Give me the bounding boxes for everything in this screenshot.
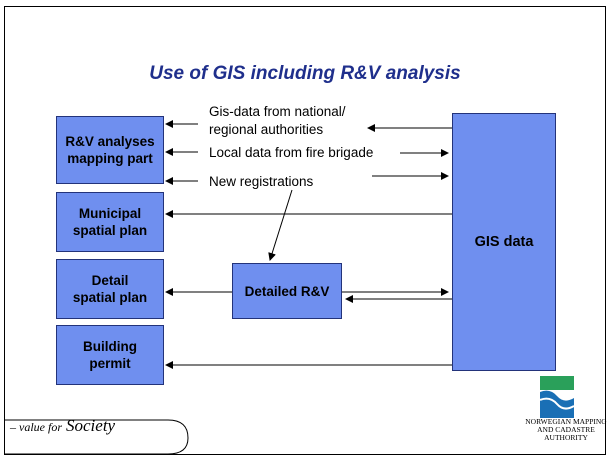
gis-data-box: GIS data [452,113,556,371]
footer-society: Society [66,416,116,435]
arrow-registrations-to-detailed [268,189,293,261]
building-line2: permit [89,356,131,371]
authority-name-line3: AUTHORITY [544,433,588,442]
slide-title: Use of GIS including R&V analysis [149,63,461,84]
footer-curve [4,419,189,455]
building-permit-box: Building permit [56,325,164,385]
detailed-rv-label: Detailed R&V [244,283,330,299]
detail-line2: spatial plan [72,290,148,305]
footer-value-for: – value for [10,420,62,434]
authority-name: NORWEGIAN MAPPING AND CADASTRE AUTHORITY [524,418,608,442]
detail-plan-box: Detail spatial plan [56,259,164,319]
authority-name-line1: NORWEGIAN MAPPING [525,417,607,426]
municipal-plan-box: Municipal spatial plan [56,192,164,252]
municipal-line2: spatial plan [72,223,148,238]
label-local-fire: Local data from fire brigade [209,145,374,160]
building-line1: Building [83,339,137,354]
rv-analyses-box: R&V analyses mapping part [56,116,164,184]
label-new-registrations: New registrations [209,174,314,189]
rv-analyses-line1: R&V analyses [65,134,155,149]
authority-logo-icon [540,376,574,418]
detailed-rv-box: Detailed R&V [232,263,342,319]
municipal-line1: Municipal [78,206,142,221]
detail-line1: Detail [91,273,129,288]
gis-data-label: GIS data [474,233,534,250]
footer-tagline: – value for Society [10,416,115,436]
label-gis-national-2: regional authorities [209,122,324,137]
label-gis-national-1: Gis-data from national/ [209,104,346,119]
authority-name-line2: AND CADASTRE [537,425,595,434]
rv-analyses-line2: mapping part [67,151,153,166]
